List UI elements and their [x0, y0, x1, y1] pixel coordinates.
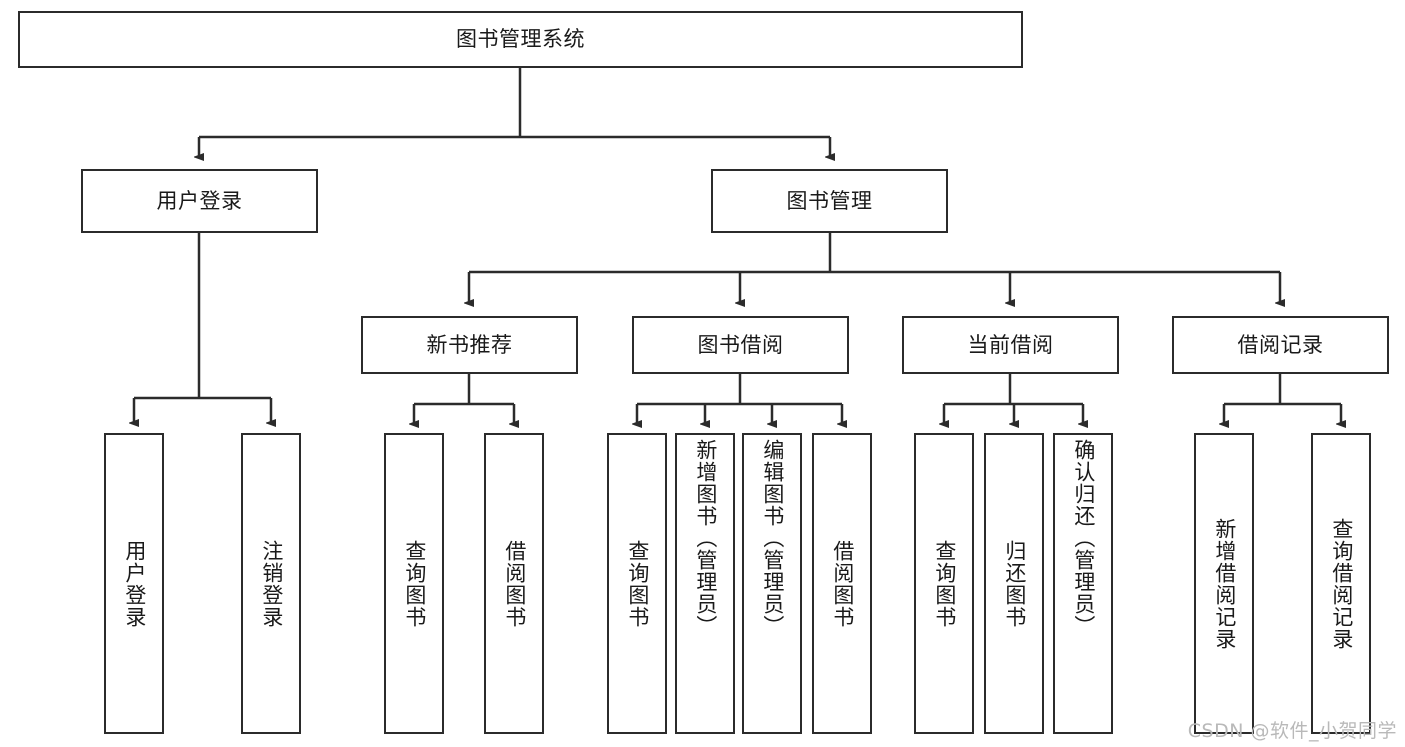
node-label: 图书管理系统 [456, 27, 585, 52]
node-borrow-record[interactable]: 借阅记录 [1172, 316, 1389, 374]
node-label: 借阅图书 [502, 539, 527, 628]
node-label: 借阅记录 [1237, 332, 1324, 357]
node-label: 新增图书（管理员） [693, 439, 718, 637]
node-book-management[interactable]: 图书管理 [711, 169, 948, 233]
node-label: 用户登录 [122, 539, 147, 628]
node-label: 图书借阅 [697, 332, 784, 357]
node-label: 编辑图书（管理员） [760, 439, 785, 637]
node-label: 当前借阅 [967, 332, 1054, 357]
node-label: 确认归还（管理员） [1071, 439, 1096, 637]
node-label: 新增借阅记录 [1212, 517, 1237, 650]
leaf-borrow-borrow-book[interactable]: 借阅图书 [812, 433, 872, 734]
leaf-user-login-signout[interactable]: 注销登录 [241, 433, 301, 734]
node-new-book-recommend[interactable]: 新书推荐 [361, 316, 578, 374]
node-label: 查询借阅记录 [1329, 517, 1354, 650]
leaf-record-query-record[interactable]: 查询借阅记录 [1311, 433, 1371, 734]
leaf-current-return-book[interactable]: 归还图书 [984, 433, 1044, 734]
node-label: 查询图书 [625, 539, 650, 628]
node-label: 注销登录 [259, 539, 284, 628]
node-root-system[interactable]: 图书管理系统 [18, 11, 1023, 68]
leaf-current-query-book[interactable]: 查询图书 [914, 433, 974, 734]
leaf-user-login-signin[interactable]: 用户登录 [104, 433, 164, 734]
leaf-record-add-record[interactable]: 新增借阅记录 [1194, 433, 1254, 734]
node-label: 新书推荐 [426, 332, 513, 357]
leaf-borrow-edit-book-admin[interactable]: 编辑图书（管理员） [742, 433, 802, 734]
node-label: 归还图书 [1002, 539, 1027, 628]
leaf-borrow-query-book[interactable]: 查询图书 [607, 433, 667, 734]
watermark-text: CSDN @软件_小贺同学 [1187, 720, 1397, 742]
node-label: 查询图书 [402, 539, 427, 628]
node-label: 图书管理 [786, 188, 873, 213]
node-label: 用户登录 [156, 188, 243, 213]
node-user-login[interactable]: 用户登录 [81, 169, 318, 233]
node-book-borrow[interactable]: 图书借阅 [632, 316, 849, 374]
node-current-borrow[interactable]: 当前借阅 [902, 316, 1119, 374]
leaf-recommend-borrow-book[interactable]: 借阅图书 [484, 433, 544, 734]
leaf-recommend-query-book[interactable]: 查询图书 [384, 433, 444, 734]
leaf-borrow-add-book-admin[interactable]: 新增图书（管理员） [675, 433, 735, 734]
leaf-current-confirm-return-admin[interactable]: 确认归还（管理员） [1053, 433, 1113, 734]
node-label: 借阅图书 [830, 539, 855, 628]
node-label: 查询图书 [932, 539, 957, 628]
